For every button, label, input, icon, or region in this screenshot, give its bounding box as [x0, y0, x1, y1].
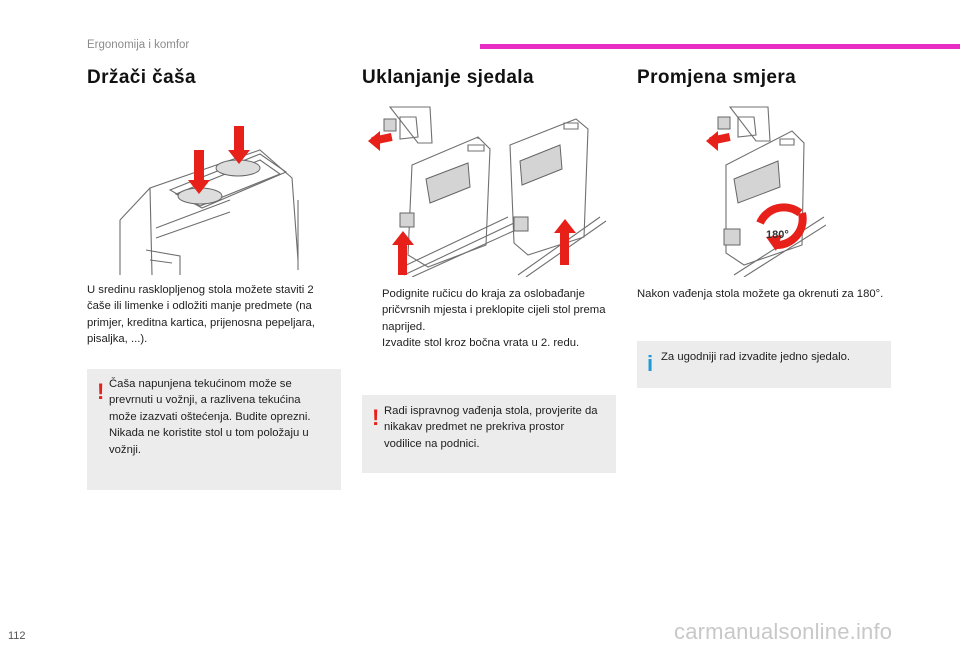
up-arrow-icon	[392, 231, 414, 245]
down-arrow-icon	[188, 180, 210, 194]
cup-holders-warning-box: ! Čaša napunjena tekućinom može se prevr…	[87, 369, 341, 490]
step-item: Podignite ručicu do kraja za oslobađanje…	[362, 286, 612, 335]
rotation-arc-2	[775, 212, 807, 249]
seat-removal-title: Uklanjanje sjedala	[362, 67, 534, 88]
seat-removal-warning-text: Radi ispravnog vađenja stola, provjerite…	[384, 405, 598, 450]
up-arrow-icon-2	[554, 219, 576, 233]
section-accent-bar	[480, 44, 960, 49]
rotation-label: 180°	[766, 229, 789, 241]
direction-change-tip-box: i Za ugodniji rad izvadite jedno sjedalo…	[637, 341, 891, 388]
direction-change-illustration: 180°	[704, 105, 826, 277]
arrow-shaft-up-1	[398, 243, 407, 275]
step-item: Izvadite stol kroz bočna vrata u 2. redu…	[362, 335, 612, 351]
step-text-1: Podignite ručicu do kraja za oslobađanje…	[382, 288, 606, 333]
cup-holder-illustration	[110, 120, 310, 275]
page-number: 112	[8, 630, 26, 642]
info-icon: i	[647, 351, 654, 376]
seat-removal-warning-box: ! Radi ispravnog vađenja stola, provjeri…	[362, 395, 616, 473]
down-arrow-icon-2	[228, 150, 250, 164]
section-label: Ergonomija i komfor	[87, 39, 190, 51]
seat-removal-illustration	[368, 105, 608, 277]
seat-removal-steps: Podignite ručicu do kraja za oslobađanje…	[362, 286, 612, 352]
cup-holders-title: Držači čaša	[87, 67, 196, 88]
rotate-arrow-icon	[766, 235, 782, 251]
direction-change-title: Promjena smjera	[637, 67, 797, 88]
direction-change-body: Nakon vađenja stola možete ga okrenuti z…	[637, 288, 884, 300]
warning-icon: !	[97, 379, 105, 404]
arrow-shaft-up-2	[560, 231, 569, 265]
arrow-shaft-2	[234, 126, 244, 152]
step-text-2: Izvadite stol kroz bočna vrata u 2. redu…	[382, 337, 580, 350]
direction-change-tip-text: Za ugodniji rad izvadite jedno sjedalo.	[661, 351, 851, 363]
left-arrow-icon-2	[706, 131, 718, 151]
warning-icon: !	[372, 405, 380, 430]
rotation-arc	[756, 203, 803, 225]
arrow-shaft-1	[194, 150, 204, 182]
watermark: carmanualsonline.info	[674, 619, 893, 644]
cup-holders-warning-text: Čaša napunjena tekućinom može se prevrnu…	[109, 378, 311, 456]
cup-holders-body: U sredinu rasklopljenog stola možete sta…	[87, 284, 315, 346]
left-arrow-icon	[368, 131, 380, 151]
